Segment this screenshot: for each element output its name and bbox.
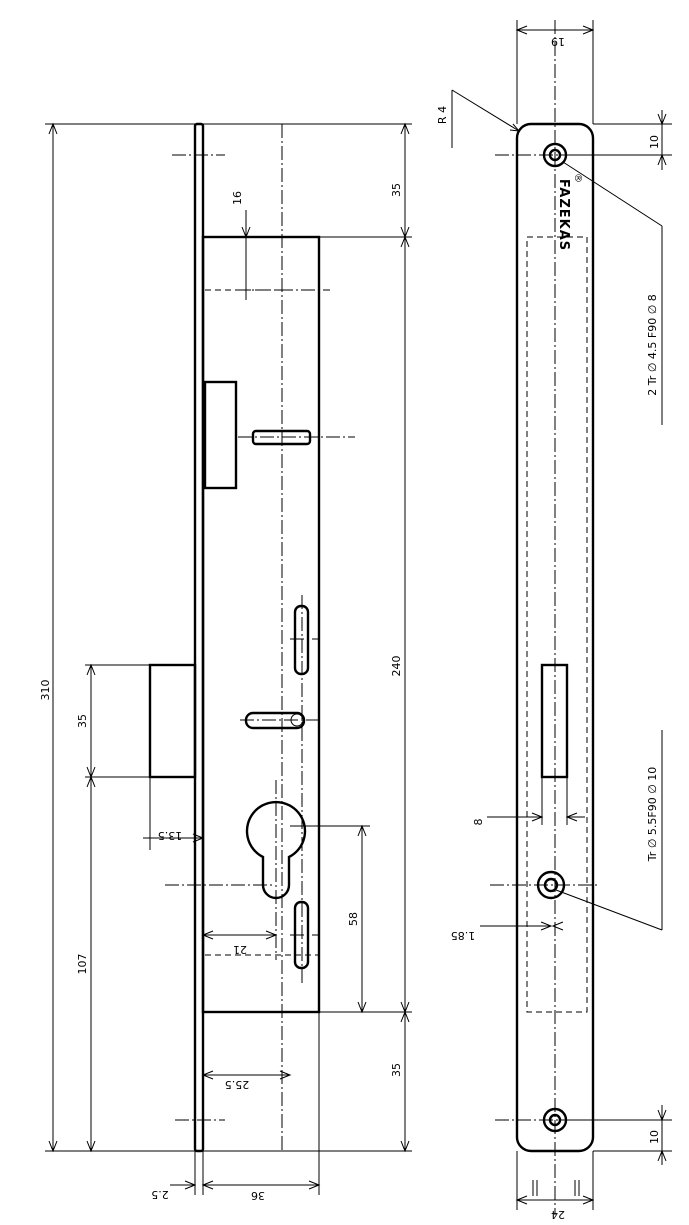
lock-body — [201, 235, 321, 1014]
dim-cylinder-offset: 21 — [233, 943, 247, 956]
dim-faceplate-thickness: 2.5 — [151, 1188, 169, 1201]
dim-bottom-hole-spacing: 10 — [648, 1130, 661, 1144]
dim-end-offset-top: 35 — [390, 183, 403, 197]
dim-radius: R 4 — [436, 106, 449, 124]
latch — [148, 663, 197, 779]
deadbolt — [203, 380, 238, 490]
dim-slot-offset: 1.85 — [451, 929, 476, 942]
lock-side-view — [148, 122, 355, 1153]
dim-backset-latch: 13.5 — [158, 829, 183, 842]
dim-bottom-width: 24 — [551, 1208, 565, 1221]
dim-body-height: 240 — [390, 656, 403, 677]
dim-slot-width: 8 — [472, 819, 485, 826]
dim-total-length: 310 — [39, 680, 52, 701]
hole-spec-top: 2 Tr ∅ 4.5 F90 ∅ 8 — [646, 294, 659, 396]
dim-end-offset-bottom: 35 — [390, 1063, 403, 1077]
dim-deadbolt-height: 16 — [231, 191, 244, 205]
dim-backset: 36 — [251, 1189, 265, 1202]
faceplate-front-view: FAZEKAS ® — [490, 20, 620, 1215]
brand-logo: FAZEKAS — [556, 179, 571, 251]
dim-top-hole-spacing: 10 — [648, 135, 661, 149]
right-dimensions: 19 R 4 10 2 Tr ∅ 4.5 F90 ∅ 8 8 1.85 Tr ∅… — [436, 20, 672, 1221]
registered-mark: ® — [572, 173, 583, 183]
left-dimensions: 310 35 107 13.5 21 25.5 2.5 36 — [39, 122, 412, 1202]
dim-cylinder-distance: 58 — [347, 912, 360, 926]
dim-lower-offset: 25.5 — [225, 1078, 250, 1091]
dim-latch-height: 35 — [76, 714, 89, 728]
dim-faceplate-width: 19 — [551, 35, 565, 48]
hole-spec-center: Tr ∅ 5.5F90 ∅ 10 — [646, 767, 659, 863]
dim-latch-position: 107 — [76, 954, 89, 975]
